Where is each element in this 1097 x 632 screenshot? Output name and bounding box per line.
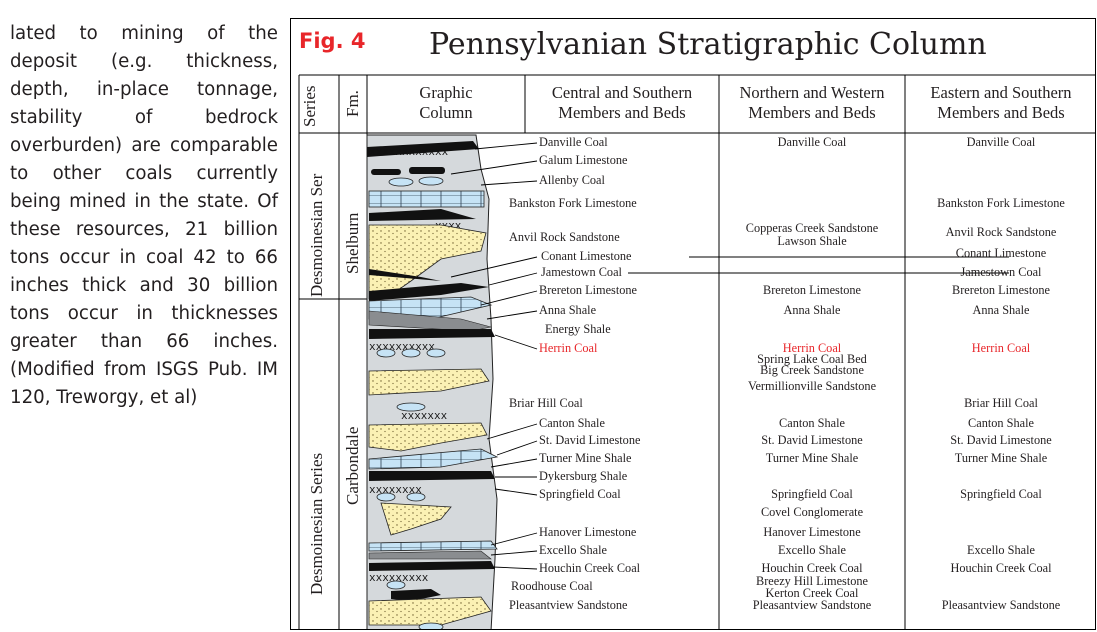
bed-eastern: Canton Shale — [968, 417, 1034, 429]
bed-eastern: Excello Shale — [967, 544, 1035, 556]
bed-northern: Canton Shale — [779, 417, 845, 429]
bed-northern: Covel Conglomerate — [761, 506, 863, 518]
bed-central: Roodhouse Coal — [511, 580, 593, 592]
bed-northern: Hanover Limestone — [763, 526, 860, 538]
bed-northern: St. David Limestone — [761, 434, 862, 446]
bed-central: Conant Limestone — [541, 250, 632, 262]
bed-northern: Pleasantview Sandstone — [753, 599, 872, 611]
figure-number: Fig. 4 — [299, 29, 365, 53]
bed-central: Pleasantview Sandstone — [509, 599, 628, 611]
bed-eastern: Anna Shale — [972, 304, 1029, 316]
bed-central: Danville Coal — [539, 136, 608, 148]
figure-title: Pennsylvanian Stratigraphic Column — [429, 27, 987, 62]
bed-eastern: St. David Limestone — [950, 434, 1051, 446]
bed-central: Jamestown Coal — [541, 266, 622, 278]
bed-northern: Brereton Limestone — [763, 284, 861, 296]
bed-eastern: Danville Coal — [967, 136, 1036, 148]
bed-northern: Springfield Coal — [771, 488, 853, 500]
bed-central: Galum Limestone — [539, 154, 627, 166]
header-formation: Fm. — [343, 90, 363, 117]
svg-text:xxxxxxxxxxxx: xxxxxxxxxxxx — [369, 147, 449, 159]
body-paragraph: lated to mining of the deposit (e.g. thi… — [10, 20, 278, 412]
series-label-lower: Desmoinesian Series — [307, 453, 327, 595]
bed-northern: Anna Shale — [783, 304, 840, 316]
bed-northern: Lawson Shale — [777, 235, 846, 247]
bed-northern: Vermillionville Sandstone — [748, 380, 876, 392]
bed-northern: Copperas Creek Sandstone — [746, 222, 879, 234]
formation-label-upper: Shelburn — [343, 213, 363, 274]
bed-eastern: Jamestown Coal — [961, 266, 1042, 278]
bed-central: Anvil Rock Sandstone — [509, 231, 620, 243]
header-graphic-column: Graphic Column — [367, 83, 525, 123]
bed-central: Canton Shale — [539, 417, 605, 429]
bed-central: Brereton Limestone — [539, 284, 637, 296]
bed-central: Bankston Fork Limestone — [509, 197, 637, 209]
bed-central: Houchin Creek Coal — [539, 562, 640, 574]
bed-northern: Turner Mine Shale — [766, 452, 858, 464]
bed-eastern: Briar Hill Coal — [964, 397, 1038, 409]
bed-central-highlighted: Herrin Coal — [539, 342, 597, 354]
bed-central: Excello Shale — [539, 544, 607, 556]
formation-label-lower: Carbondale — [343, 427, 363, 505]
header-central-southern: Central and Southern Members and Beds — [525, 83, 719, 123]
bed-eastern: Conant Limestone — [956, 247, 1047, 259]
bed-eastern: Springfield Coal — [960, 488, 1042, 500]
header-eastern-southern: Eastern and Southern Members and Beds — [905, 83, 1096, 123]
bed-central: Briar Hill Coal — [509, 397, 583, 409]
bed-eastern: Pleasantview Sandstone — [942, 599, 1061, 611]
bed-eastern-highlighted: Herrin Coal — [972, 342, 1030, 354]
bed-central: Anna Shale — [539, 304, 596, 316]
bed-central: Dykersburg Shale — [539, 470, 627, 482]
svg-text:xxxxxxx: xxxxxxx — [401, 411, 448, 423]
bed-northern: Excello Shale — [778, 544, 846, 556]
header-northern-western: Northern and Western Members and Beds — [719, 83, 905, 123]
bed-northern: Houchin Creek Coal — [761, 562, 862, 574]
bed-eastern: Brereton Limestone — [952, 284, 1050, 296]
bed-central: Energy Shale — [545, 323, 611, 335]
bed-eastern: Houchin Creek Coal — [950, 562, 1051, 574]
bed-central: St. David Limestone — [539, 434, 640, 446]
bed-central: Springfield Coal — [539, 488, 621, 500]
bed-northern: Big Creek Sandstone — [760, 364, 864, 376]
bed-central: Allenby Coal — [539, 174, 605, 186]
series-label-upper: Desmoinesian Ser — [307, 174, 327, 297]
bed-northern: Danville Coal — [778, 136, 847, 148]
bed-eastern: Bankston Fork Limestone — [937, 197, 1065, 209]
bed-eastern: Turner Mine Shale — [955, 452, 1047, 464]
header-series: Series — [300, 85, 320, 127]
bed-central: Turner Mine Shale — [539, 452, 631, 464]
bed-central: Hanover Limestone — [539, 526, 636, 538]
bed-eastern: Anvil Rock Sandstone — [946, 226, 1057, 238]
